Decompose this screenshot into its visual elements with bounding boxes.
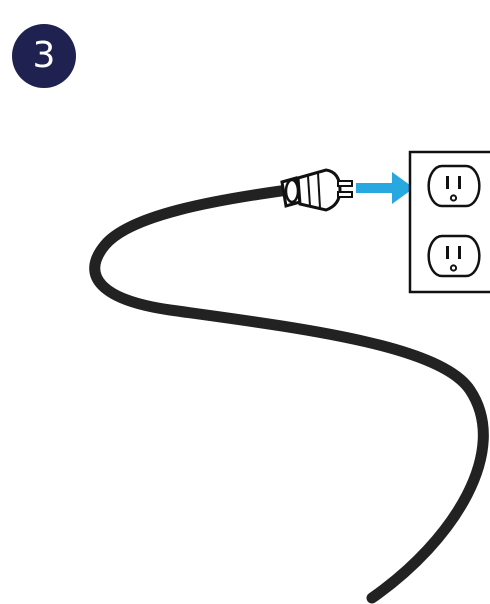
arrow-right-icon: [356, 172, 414, 204]
lower-receptacle: [429, 236, 480, 276]
wall-outlet-icon: [410, 152, 490, 292]
upper-receptacle: [429, 166, 480, 206]
plug-icon: [282, 170, 352, 210]
